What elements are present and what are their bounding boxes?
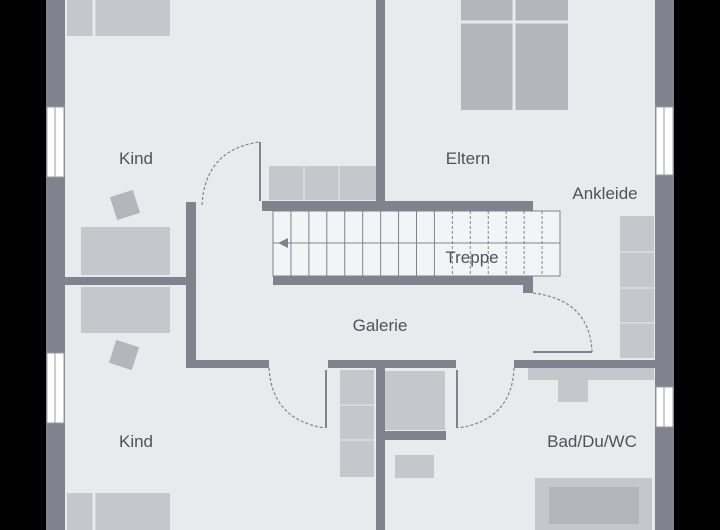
wardrobe-ankleide <box>620 216 654 358</box>
room-label-treppe: Treppe <box>445 248 498 267</box>
window-left-bottom <box>46 352 65 424</box>
door-swing-kind-top <box>201 141 260 206</box>
desk-kind-bottom <box>81 287 170 333</box>
desk-kind-top <box>81 227 170 275</box>
wall-galerie-bottom-left <box>186 360 269 368</box>
room-label-kind-bottom: Kind <box>119 432 153 451</box>
wall-kind-divider <box>65 277 186 285</box>
window-right-top <box>655 106 674 176</box>
bed-eltern <box>461 0 568 110</box>
door-swing-bad <box>457 367 515 429</box>
toilet <box>395 455 434 478</box>
outer-wall-left <box>46 0 65 530</box>
room-label-eltern: Eltern <box>446 149 490 168</box>
wall-kind-eltern <box>376 0 385 201</box>
door-swing-kind-bottom <box>268 367 326 429</box>
wall-small-lower <box>385 431 446 440</box>
vanity-counter <box>528 368 654 380</box>
shaft-box <box>385 371 445 430</box>
room-label-ankleide: Ankleide <box>572 184 637 203</box>
arrow-left-icon <box>278 238 288 248</box>
sink <box>558 380 588 402</box>
stair-railing <box>273 276 523 285</box>
window-left-top <box>46 106 65 178</box>
bathtub <box>535 478 652 530</box>
wall-center-lower <box>376 368 385 530</box>
room-label-kind-top: Kind <box>119 149 153 168</box>
wall-galerie-bottom-right <box>514 360 655 368</box>
chair-kind-bottom <box>108 339 140 371</box>
wardrobe-kind-top <box>269 166 376 200</box>
room-label-galerie: Galerie <box>353 316 408 335</box>
wall-galerie-left <box>186 202 196 368</box>
wall-above-stairs <box>262 201 533 211</box>
outer-wall-right <box>655 0 674 530</box>
bed-kind-top <box>67 0 170 36</box>
door-swing-ankleide <box>532 292 593 353</box>
staircase <box>272 210 561 277</box>
closet-center <box>340 370 374 477</box>
chair-kind-top <box>109 189 141 221</box>
wall-galerie-bottom-center <box>328 360 456 368</box>
window-right-bottom <box>655 386 674 428</box>
room-label-bad: Bad/Du/WC <box>547 432 637 451</box>
bed-kind-bottom <box>67 493 170 530</box>
